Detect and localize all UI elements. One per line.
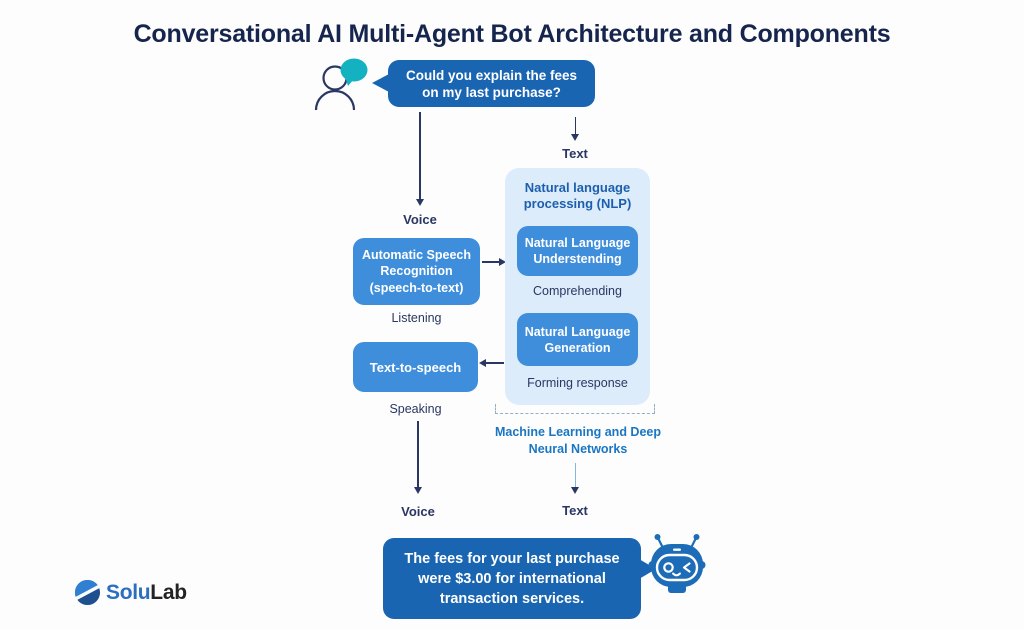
robot-icon	[648, 534, 706, 593]
bot-bubble-line: transaction services.	[439, 590, 585, 607]
voice-output-arrow-line	[417, 421, 419, 488]
solulab-logo-text: SoluLab	[106, 580, 187, 604]
page-title: Conversational AI Multi-Agent Bot Archit…	[133, 20, 891, 48]
ml-dashed-bracket	[495, 404, 655, 414]
voice-in-label: Voice	[403, 212, 437, 227]
tts-label: Text-to-speech	[369, 359, 462, 375]
voice-output-arrowhead	[413, 487, 422, 494]
ml-note: Machine Learning and Deep Neural Network…	[494, 425, 661, 456]
text-output-arrowhead	[571, 487, 579, 494]
user-bubble-tail	[372, 74, 389, 92]
nlg-line: Natural Language	[524, 324, 631, 339]
nlu-line: Natural Language	[524, 236, 631, 250]
nlg-to-tts-arrowhead	[479, 358, 486, 367]
nlu-box: Natural Language Understending	[517, 226, 638, 276]
text-input-arrow-line	[574, 117, 576, 135]
asr-line: Recognition	[380, 264, 453, 279]
solulab-logo-icon	[74, 579, 101, 606]
asr-to-nlp-arrowhead	[499, 257, 506, 266]
comprehending-label: Comprehending	[533, 284, 622, 298]
voice-input-arrowhead	[415, 199, 424, 206]
text-input-arrowhead	[571, 134, 579, 141]
user-bubble-line: Could you explain the fees	[405, 67, 578, 83]
text-output-arrow-line	[574, 463, 576, 487]
user-bubble-line: on my last purchase?	[422, 84, 561, 100]
forming-response-label: Forming response	[527, 376, 628, 390]
voice-out-label: Voice	[401, 504, 435, 519]
solulab-logo: SoluLab	[74, 579, 187, 606]
text-out-label: Text	[562, 503, 588, 518]
tts-box: Text-to-speech	[353, 342, 478, 392]
nlg-box: Natural Language Generation	[517, 313, 638, 366]
speaking-label: Speaking	[389, 402, 442, 416]
asr-line: Automatic Speech	[361, 247, 472, 262]
bot-speech-bubble: The fees for your last purchase were $3.…	[383, 538, 641, 619]
asr-to-nlp-arrow-line	[482, 261, 500, 263]
asr-line: (speech-to-text)	[369, 280, 464, 295]
nlu-line: Understending	[533, 252, 622, 266]
bot-bubble-line: The fees for your last purchase	[404, 550, 620, 567]
user-person-icon	[314, 58, 368, 111]
text-in-label: Text	[562, 146, 588, 161]
bot-bubble-line: were $3.00 for international	[418, 570, 606, 587]
nlg-to-tts-arrow-line	[486, 362, 504, 364]
listening-label: Listening	[391, 311, 442, 325]
voice-input-arrow-line	[419, 112, 421, 200]
nlg-line: Generation	[544, 340, 611, 355]
nlp-heading: Natural language processing (NLP)	[523, 180, 632, 211]
asr-box: Automatic Speech Recognition (speech-to-…	[353, 238, 480, 305]
user-speech-bubble: Could you explain the fees on my last pu…	[388, 60, 595, 107]
